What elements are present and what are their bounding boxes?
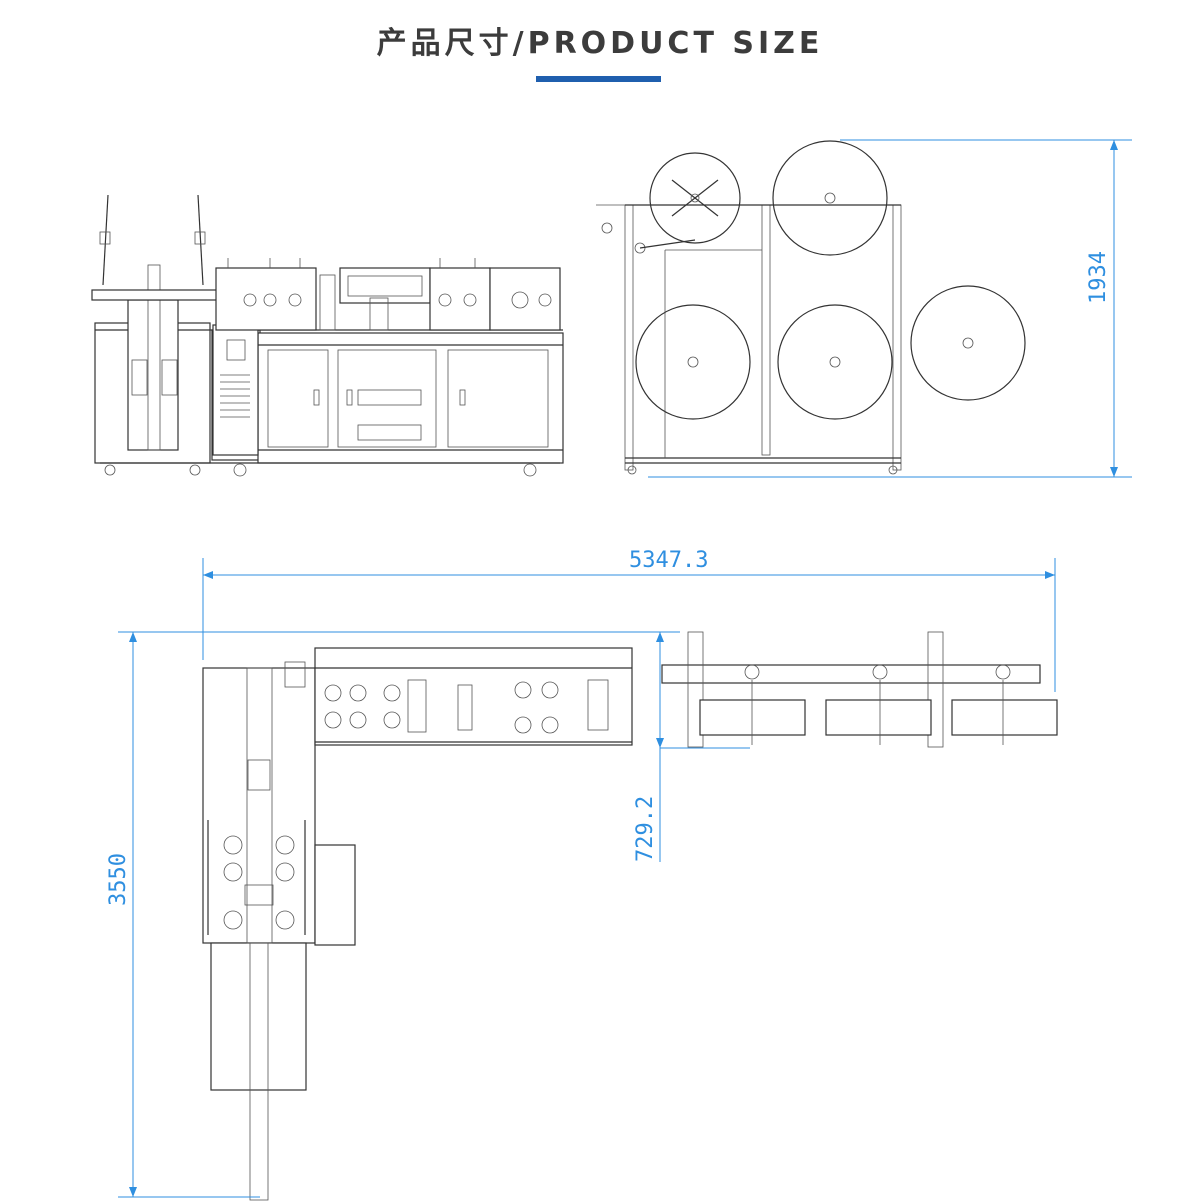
title-underline (536, 76, 661, 82)
side-view: 1934 (596, 139, 1132, 478)
branch-dimension-label: 729.2 (633, 796, 658, 862)
page-title: 产品尺寸/PRODUCT SIZE (376, 26, 824, 61)
top-view: 5347.3 3550 729.2 (106, 548, 1058, 1201)
width-dimension-label: 3550 (106, 853, 131, 906)
front-view (91, 194, 564, 477)
length-dimension-label: 5347.3 (629, 548, 708, 573)
height-dimension-label: 1934 (1086, 251, 1111, 304)
